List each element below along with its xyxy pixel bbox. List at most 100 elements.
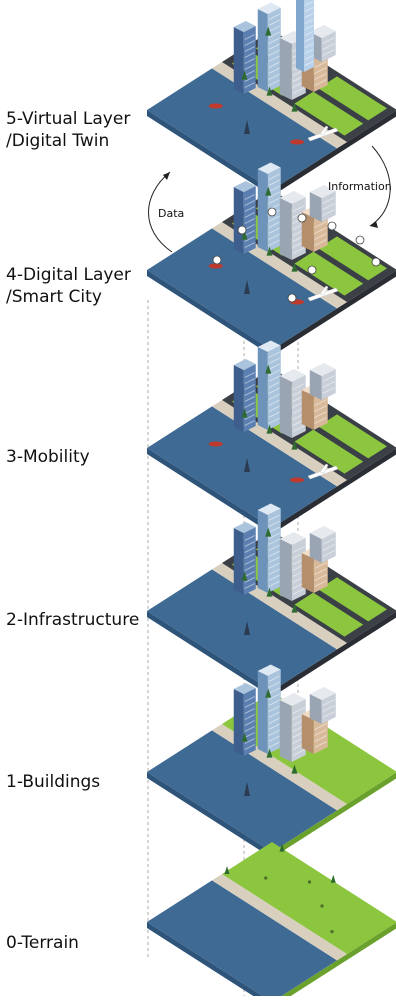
window-row [314,735,327,742]
tree [241,571,248,581]
building-side [309,533,322,563]
window-row [244,82,255,88]
building-roof [279,369,306,382]
window-row [244,726,255,732]
layer-label-digital: 4-Digital Layer /Smart City [6,265,131,307]
window-row [268,61,280,68]
window-row [322,49,335,56]
window-row [314,399,327,406]
window-row [268,79,280,86]
window-row [268,375,280,382]
window-row [244,384,255,390]
window-row [322,197,335,204]
window-row [268,729,280,736]
window-row [268,197,280,204]
window-row [244,708,255,714]
slab-edge [272,110,396,196]
window-row [314,580,327,587]
building-side [279,376,292,438]
window-row [268,735,280,742]
information-flow-label: Information [328,180,392,193]
window-row [268,73,280,80]
window-row [322,387,335,394]
window-row [244,577,255,583]
layer-label-terrain: 0-Terrain [6,933,79,953]
tree [265,688,272,698]
window-row [268,538,280,545]
window-row [292,247,305,254]
window-row [244,732,255,738]
slab-edge [272,448,396,534]
window-row [314,405,327,412]
window-row [292,546,305,553]
window-row [322,699,335,706]
statue [244,120,250,134]
water-area [147,569,337,691]
window-row [268,393,280,400]
layer-slabs [147,0,396,1001]
window-row [268,568,280,575]
window-row [268,687,280,694]
window-row [244,553,255,559]
window-row [292,588,305,595]
city-block [294,91,364,136]
window-row [322,37,335,44]
window-row [304,37,314,42]
land-area [222,842,396,954]
city-block [294,251,364,296]
building-roof [233,181,256,192]
window-row [268,37,280,44]
window-row [268,675,280,682]
window-row [292,425,305,432]
building-roof [279,191,306,204]
water-area [147,406,337,528]
window-row [244,408,255,414]
building-side [313,211,328,252]
building-side [267,7,281,92]
building-roof [257,664,281,676]
building-side [279,539,292,601]
city-block [294,429,364,474]
building-side [233,689,244,756]
window-row [244,200,255,206]
building-roof [309,25,336,38]
building-side [257,9,268,92]
city-block [294,592,364,637]
city-block [318,414,387,459]
window-row [268,55,280,62]
building-roof [233,21,256,32]
window-row [322,203,335,210]
slab-edge [147,110,272,196]
window-row [268,717,280,724]
window-row [314,741,327,748]
window-row [322,550,335,557]
window-row [268,239,280,246]
building-side [301,553,314,593]
sensor-icon [307,265,317,275]
window-row [292,707,305,714]
window-row [268,221,280,228]
sensor-icon [355,235,365,245]
building-side [321,369,336,400]
building-side [243,688,256,756]
window-row [244,541,255,547]
water-area [147,730,337,852]
building-roof [309,687,336,700]
tree [266,748,273,758]
window-row [268,544,280,551]
window-row [314,568,327,575]
building-side [267,669,281,754]
building-side [279,38,292,100]
window-row [314,417,327,424]
window-row [244,738,255,744]
window-row [304,1,314,6]
statue [244,782,250,796]
window-row [314,723,327,730]
window-row [268,19,280,26]
window-row [268,532,280,539]
information-flow-arrowhead [370,221,378,228]
layer-label-mobility: 3-Mobility [6,447,90,467]
window-row [314,411,327,418]
building-roof [279,693,306,706]
